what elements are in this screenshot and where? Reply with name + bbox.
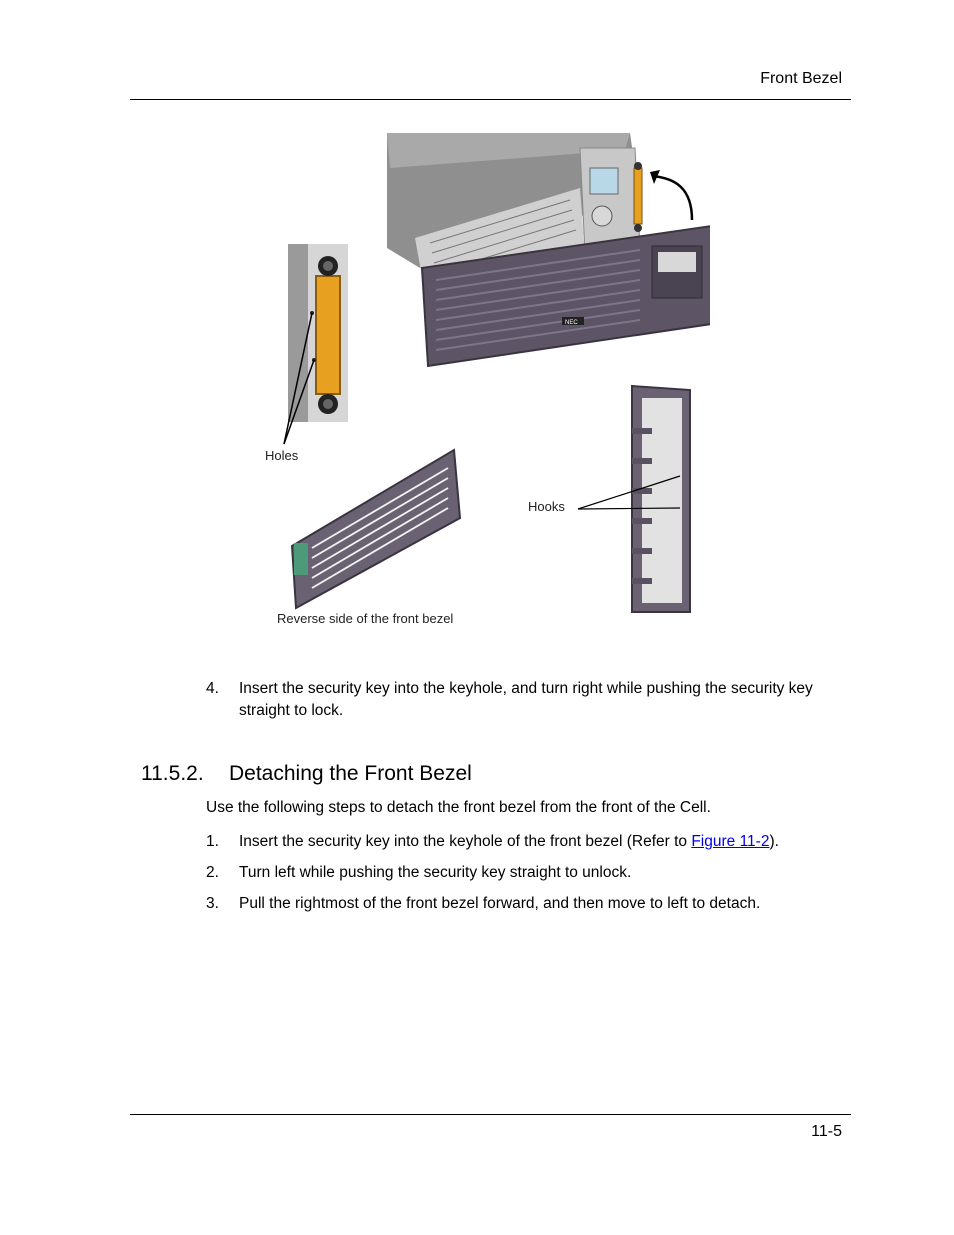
step-text: Insert the security key into the keyhole… (239, 833, 779, 850)
bezel-illustration: NEC (283, 133, 720, 613)
step-text: Pull the rightmost of the front bezel fo… (239, 895, 761, 912)
step-text: Insert the security key into the keyhole… (239, 680, 813, 719)
detach-step-1: 1. Insert the security key into the keyh… (206, 831, 851, 853)
step-number: 2. (206, 864, 219, 881)
page-number: 11-5 (811, 1123, 842, 1140)
header-title: Front Bezel (760, 70, 842, 87)
front-bezel-illustration: NEC (420, 224, 720, 368)
step-4: 4. Insert the security key into the keyh… (206, 678, 851, 722)
step-number: 3. (206, 895, 219, 912)
header-rule (130, 99, 851, 100)
hooks-side-illustration (577, 384, 691, 613)
bezel-logo: NEC (565, 320, 578, 326)
step-number: 4. (206, 680, 219, 697)
section-heading: 11.5.2. Detaching the Front Bezel (141, 762, 472, 786)
figure-11-2-link[interactable]: Figure 11-2 (691, 833, 770, 850)
reverse-side-label: Reverse side of the front bezel (277, 611, 454, 626)
section-title: Detaching the Front Bezel (229, 762, 472, 785)
detach-step-2: 2. Turn left while pushing the security … (206, 862, 851, 884)
reverse-bezel-illustration (290, 448, 462, 610)
section-number: 11.5.2. (141, 762, 204, 785)
holes-label: Holes (265, 448, 299, 463)
front-bezel-figure: NEC (250, 128, 720, 633)
lock-closeup-illustration (283, 244, 348, 445)
footer-rule (130, 1114, 851, 1115)
hooks-label: Hooks (528, 499, 565, 514)
detach-step-3: 3. Pull the rightmost of the front bezel… (206, 893, 851, 915)
step-text: Turn left while pushing the security key… (239, 864, 632, 881)
section-intro: Use the following steps to detach the fr… (206, 799, 711, 816)
step-number: 1. (206, 833, 219, 850)
